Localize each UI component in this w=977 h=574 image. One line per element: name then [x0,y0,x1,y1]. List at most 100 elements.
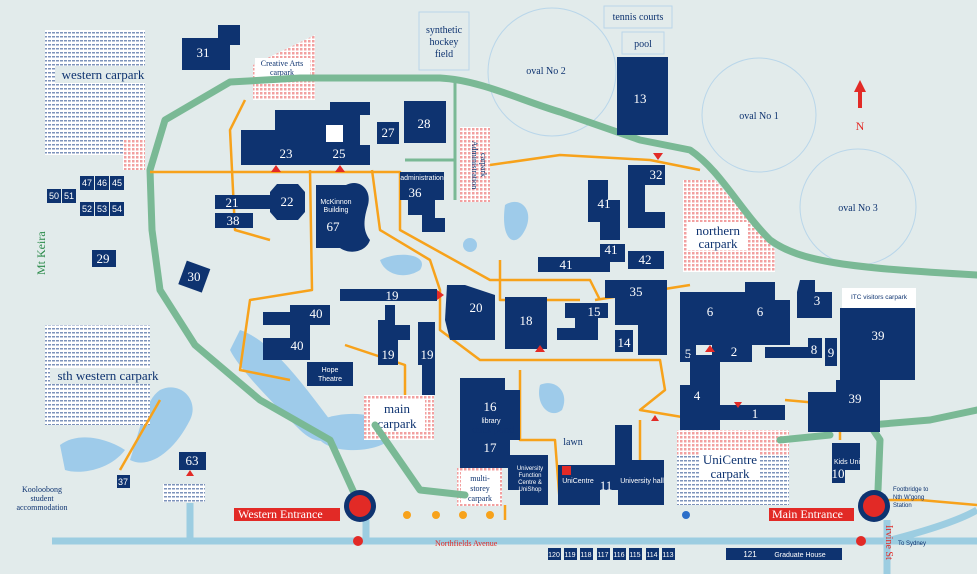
footbridge-label: Nth W'gong [893,495,924,501]
svg-text:32: 32 [650,167,663,182]
building-15[interactable]: 15 [557,303,608,340]
building-38[interactable]: 38 [215,213,253,228]
building-37[interactable]: 37 [117,475,130,488]
to-sydney-label: To Sydney [898,541,926,547]
buildings-west[interactable]: 50 51 47 46 45 52 53 54 [47,176,124,216]
western-carpark [45,30,145,155]
building-32[interactable]: 32 [628,165,665,228]
building-23-25[interactable]: 23 25 [241,102,370,165]
svg-text:54: 54 [112,204,122,214]
svg-text:Theatre: Theatre [318,376,342,383]
carpark-63 [163,484,205,502]
svg-text:35: 35 [630,284,643,299]
building-63[interactable]: 63 [179,452,206,470]
building-13[interactable]: 13 [617,57,668,135]
pool [621,31,665,55]
building-4[interactable]: 41 [680,355,785,430]
svg-text:4: 4 [694,388,701,403]
svg-text:2: 2 [731,344,738,359]
svg-text:28: 28 [418,116,431,131]
building-36-administration[interactable]: administration 36 [400,172,445,232]
building-30[interactable]: 30 [178,260,211,293]
building-9[interactable]: 9 [825,338,837,366]
building-27[interactable]: 27 [377,122,399,144]
svg-text:9: 9 [828,345,835,360]
svg-text:UniCentre: UniCentre [562,478,594,485]
svg-text:10: 10 [832,466,845,481]
streets: Northfields Avenue Irvine St To Sydney [52,503,977,574]
admin-carpark-label: Administration [470,141,479,189]
building-14[interactable]: 14 [615,330,633,352]
svg-text:45: 45 [112,178,122,188]
svg-text:47: 47 [82,178,92,188]
building-31[interactable]: 31 [182,25,240,70]
entry-arrow-icons [186,153,742,476]
northern-carpark-label: northern [696,223,741,238]
svg-text:120: 120 [548,552,560,559]
building-3[interactable]: 3 [797,280,832,318]
svg-text:115: 115 [629,552,640,559]
unicentre-carpark-label: UniCentre [703,452,757,467]
building-21[interactable]: 21 [215,195,270,210]
building-42[interactable]: 42 [628,251,664,269]
hockey-label: synthetic [426,25,463,36]
svg-text:23: 23 [280,146,293,161]
building-20[interactable]: 20 [445,285,495,340]
svg-text:46: 46 [97,178,107,188]
kooloobong-label: accommodation [16,503,67,512]
building-17[interactable]: 17 [460,440,510,468]
tennis-courts [603,5,673,29]
building-18[interactable]: 18 [505,297,547,349]
svg-text:25: 25 [333,146,346,161]
svg-text:19: 19 [421,347,434,362]
footbridge-label: Footbridge to [893,487,929,493]
tennis-label: tennis courts [613,12,664,23]
building-2[interactable]: 2 [712,340,752,362]
svg-text:36: 36 [409,185,423,200]
svg-text:19: 19 [382,347,395,362]
buildings-row-113-120[interactable]: 120 119 118 117 116 115 114 113 [548,548,675,560]
western-entrance[interactable]: Western Entrance [234,490,376,522]
svg-text:University hall: University hall [620,478,664,485]
building-35[interactable]: 35 [605,280,667,355]
main-entrance[interactable]: Main Entrance [769,490,890,522]
ovals: oval No 2 oval No 1 oval No 3 synthetic … [418,5,917,266]
svg-text:administration: administration [400,175,444,182]
svg-text:Hope: Hope [322,367,339,374]
building-22[interactable]: 22 [270,184,305,220]
svg-text:29: 29 [97,251,110,266]
mt-keira-label: Mt Keira [34,231,48,275]
svg-text:6: 6 [707,304,714,319]
oval-no-1 [701,57,817,173]
building-8[interactable]: 8 [765,338,822,358]
hockey-field [418,11,470,71]
svg-text:16: 16 [484,399,498,414]
svg-text:31: 31 [197,45,210,60]
bus-stops [403,511,690,519]
multi-storey-label: multi- [470,474,490,483]
unicentre-carpark-label: carpark [711,466,750,481]
svg-text:37: 37 [118,477,128,487]
svg-text:18: 18 [520,313,533,328]
building-19[interactable]: 19 19 19 [340,288,437,395]
svg-text:40: 40 [310,306,323,321]
building-28[interactable]: 28 [404,101,446,143]
svg-text:113: 113 [662,552,673,559]
duck-pond-label: lawn [563,437,582,448]
creative-arts-label: Creative Arts [261,59,303,68]
svg-text:53: 53 [97,204,107,214]
building-29[interactable]: 29 [92,250,116,267]
oval-no-1-label: oval No 1 [739,111,778,122]
